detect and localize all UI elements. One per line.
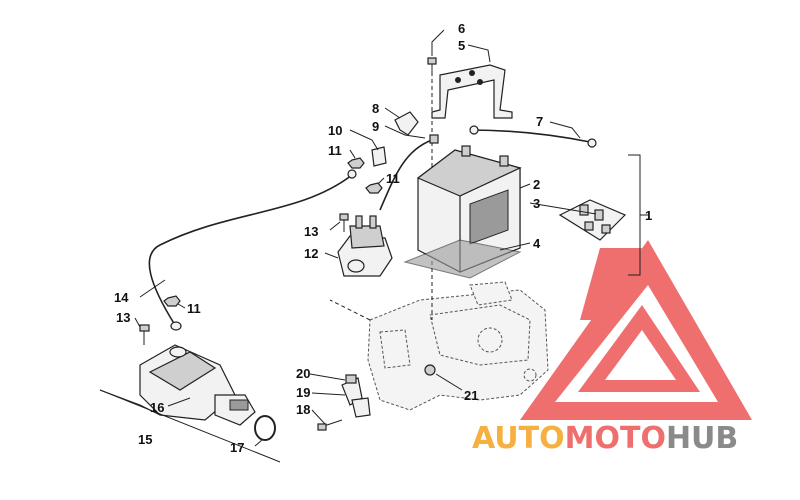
callout-10: 10: [328, 123, 342, 138]
starter-cable: [148, 169, 357, 331]
watermark-moto: MOTO: [565, 421, 666, 456]
callout-3: 3: [533, 196, 540, 211]
solenoid-screw: [339, 213, 349, 232]
cable-boot: [394, 111, 419, 136]
battery-bracket: [431, 64, 513, 119]
callout-19: 19: [296, 385, 310, 400]
watermark-auto: AUTO: [472, 421, 565, 456]
callout-11-top: 11: [328, 143, 342, 158]
callout-1: 1: [645, 208, 652, 223]
callout-8: 8: [372, 101, 379, 116]
callout-20: 20: [296, 366, 310, 381]
callout-7: 7: [536, 114, 543, 129]
nut-top: [347, 157, 365, 169]
frame-nut: [424, 364, 436, 376]
starter-nut: [163, 295, 181, 307]
callout-9: 9: [372, 119, 379, 134]
vehicle-frame: [329, 281, 549, 411]
leader-lines: [99, 29, 648, 463]
battery-negative-cable: [469, 125, 597, 148]
battery: [416, 145, 522, 273]
callout-21: 21: [464, 388, 478, 403]
watermark-text-auto: AUTOMOTOHUB: [472, 421, 738, 456]
watermark-hub: HUB: [666, 421, 738, 456]
callout-11-low: 11: [187, 301, 201, 316]
callout-4: 4: [533, 236, 541, 251]
callout-6: 6: [458, 21, 465, 36]
starter-screw: [139, 324, 150, 345]
starter-solenoid: [337, 215, 393, 277]
callout-18: 18: [296, 402, 310, 417]
relay-boot: [371, 146, 387, 167]
o-ring: [254, 415, 276, 441]
sensor-assembly: [317, 374, 371, 431]
callout-15: 15: [138, 432, 152, 447]
callout-12: 12: [304, 246, 318, 261]
bracket-bolt: [427, 57, 437, 320]
watermark-logo: [520, 240, 752, 420]
callout-16: 16: [150, 400, 164, 415]
watermark-slash: [580, 248, 642, 320]
battery-pad: [403, 239, 522, 279]
callout-11-mid: 11: [386, 171, 400, 186]
callout-13-top: 13: [304, 224, 318, 239]
nut-mid: [365, 182, 383, 194]
callout-13-low: 13: [116, 310, 130, 325]
callout-17: 17: [230, 440, 244, 455]
terminal-hardware: [558, 199, 627, 241]
starter-motor: [139, 344, 256, 426]
watermark-text: AUTOMOTOHUB: [472, 421, 738, 456]
callout-labels: 1 2 3 4 5 6 7 8 9 10 11 11 12 13 14 11 1…: [114, 21, 652, 455]
callout-2: 2: [533, 177, 540, 192]
watermark-triangle-core: [605, 330, 676, 380]
callout-5: 5: [458, 38, 465, 53]
callout-14: 14: [114, 290, 129, 305]
relay-cable: [379, 134, 439, 211]
